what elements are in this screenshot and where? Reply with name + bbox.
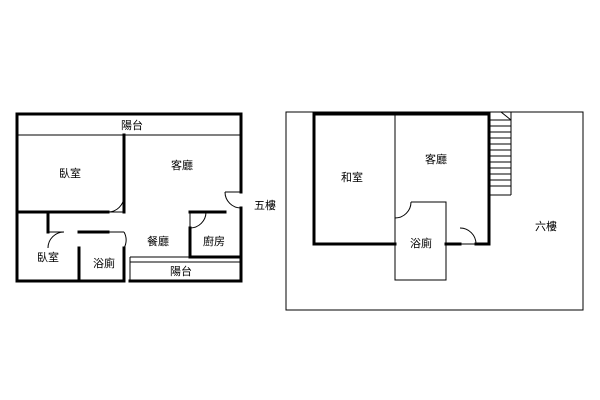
room-label-living-room-6f: 客廳: [425, 152, 447, 166]
floor-6-plan: 和室 客廳 浴廁 六樓: [285, 111, 584, 311]
room-label-balcony-bottom: 陽台: [170, 264, 192, 278]
bathroom-6f-door: [394, 201, 412, 219]
room-label-living-room-5f: 客廳: [171, 158, 193, 172]
room-label-balcony-top: 陽台: [121, 118, 143, 132]
bathroom-door: [108, 231, 127, 249]
balcony-bottom-outline: [129, 256, 241, 281]
floor-6-unit-wall: [312, 112, 491, 246]
room-label-bedroom-1: 臥室: [59, 166, 81, 180]
room-label-bathroom-5f: 浴廁: [93, 256, 115, 270]
entrance-door: [224, 191, 242, 209]
room-label-kitchen: 廚房: [203, 234, 225, 248]
room-label-bedroom-2: 臥室: [37, 250, 59, 264]
floor-5-plan: 陽台 臥室 客廳 臥室 浴廁 餐廳 廚房 陽台 五樓: [15, 112, 276, 283]
staircase: [488, 111, 512, 196]
bedroom-2-door: [47, 231, 65, 249]
floor-6-entrance-door: [459, 227, 477, 245]
floor-6-boundary: [285, 111, 584, 311]
floor-label-5f: 五樓: [254, 198, 276, 212]
floor-5-outer-wall: [15, 112, 243, 283]
room-label-dining: 餐廳: [147, 234, 169, 248]
bathroom-6f-outline: [394, 201, 447, 281]
room-label-bathroom-6f: 浴廁: [410, 236, 432, 250]
kitchen-door: [189, 211, 207, 229]
floor-label-6f: 六樓: [535, 219, 557, 233]
room-label-japanese-room: 和室: [341, 170, 363, 184]
bedroom-1-door: [107, 195, 125, 213]
